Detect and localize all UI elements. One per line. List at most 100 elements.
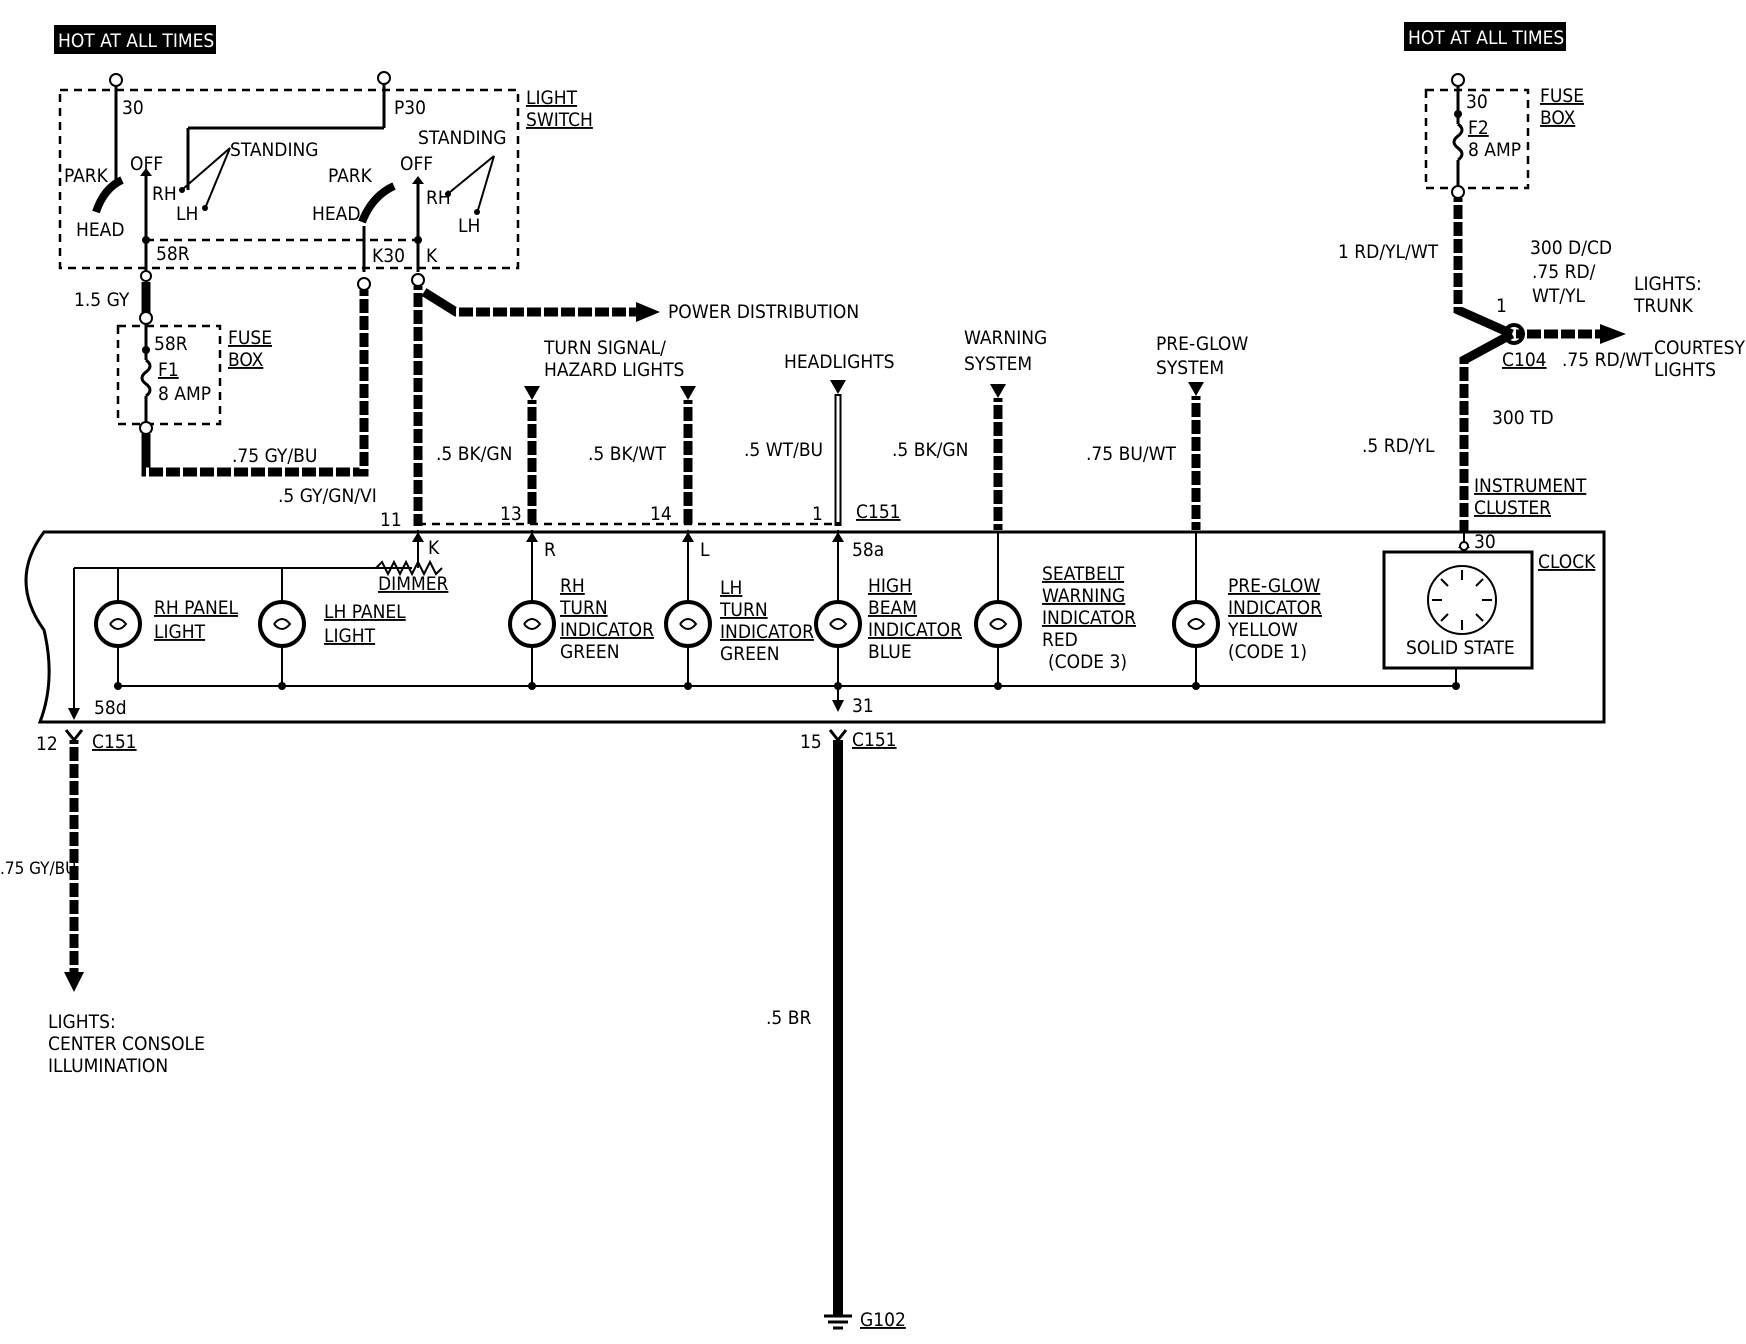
f2-rating: 8 AMP bbox=[1468, 139, 1521, 161]
dimmer-label: DIMMER bbox=[378, 573, 449, 595]
high-beam-label-3: INDICATOR bbox=[868, 619, 962, 641]
rh-panel-label-1: RH PANEL bbox=[154, 597, 239, 619]
c151-bottom-label: C151 bbox=[852, 729, 897, 751]
dest-trunk-1: LIGHTS: bbox=[1634, 273, 1702, 295]
rh-turn-bulb bbox=[508, 600, 556, 648]
lh-turn-label-3: INDICATOR bbox=[720, 621, 814, 643]
fuse-f1: 58R F1 8 AMP FUSE BOX bbox=[116, 282, 272, 435]
cluster-term-58d: 58d bbox=[94, 697, 127, 719]
left-hot-text: HOT AT ALL TIMES bbox=[58, 30, 214, 52]
dest-courtesy-2: LIGHTS bbox=[1654, 359, 1716, 381]
rh-panel-bulb bbox=[94, 600, 142, 648]
sw-park-1: PARK bbox=[64, 165, 109, 187]
wire-label-bk-gn-1: .5 BK/GN bbox=[436, 443, 512, 465]
wire-label-bu-wt: .75 BU/WT bbox=[1086, 443, 1177, 465]
wire-bk-gn-warning bbox=[990, 384, 1006, 530]
wire-label-d-cd-3: WT/YL bbox=[1532, 285, 1586, 307]
rh-turn-label-1: RH bbox=[560, 575, 585, 597]
wire-label-rd-wt: .75 RD/WT bbox=[1562, 349, 1653, 371]
lh-panel-label-1: LH PANEL bbox=[324, 601, 406, 623]
lh-panel-label-2: LIGHT bbox=[324, 625, 376, 647]
lh-panel-bulb bbox=[258, 600, 306, 648]
c104-label: C104 bbox=[1502, 349, 1547, 371]
cluster-label-1: INSTRUMENT bbox=[1474, 475, 1587, 497]
sw-off-2: OFF bbox=[400, 153, 433, 175]
high-beam-label-1: HIGH bbox=[868, 575, 912, 597]
wire-label-bk-gn-2: .5 BK/GN bbox=[892, 439, 968, 461]
dest-trunk-2: TRUNK bbox=[1633, 295, 1694, 317]
wire-label-rd-yl: .5 RD/YL bbox=[1362, 435, 1435, 457]
c151-pin-15: 15 bbox=[800, 731, 822, 753]
sw-head-1: HEAD bbox=[76, 219, 125, 241]
clock-label: CLOCK bbox=[1538, 551, 1596, 573]
sw-standing-2: STANDING bbox=[418, 127, 507, 149]
dest-warning-1: WARNING bbox=[964, 327, 1047, 349]
sw-park-2: PARK bbox=[328, 165, 373, 187]
cluster-term-30: 30 bbox=[1474, 531, 1496, 553]
sw-lh-1: LH bbox=[176, 203, 198, 225]
dest-console-3: ILLUMINATION bbox=[48, 1055, 168, 1077]
dest-power-distribution: POWER DISTRIBUTION bbox=[668, 301, 859, 323]
rh-turn-label-2: TURN bbox=[559, 597, 608, 619]
dest-console-2: CENTER CONSOLE bbox=[48, 1033, 205, 1055]
f1-name: F1 bbox=[158, 359, 179, 381]
high-beam-label-2: BEAM bbox=[868, 597, 917, 619]
preglow-ind-label-3: YELLOW bbox=[1227, 619, 1298, 641]
ground-icon bbox=[824, 1314, 852, 1330]
dest-turn-2: HAZARD LIGHTS bbox=[544, 359, 684, 381]
f1-box-1: FUSE bbox=[228, 327, 272, 349]
wire-label-wt-bu: .5 WT/BU bbox=[744, 439, 823, 461]
c151-pin-1: 1 bbox=[812, 503, 823, 525]
ground-label: G102 bbox=[860, 1309, 906, 1331]
c151-left-connector bbox=[64, 729, 84, 992]
dest-headlights: HEADLIGHTS bbox=[784, 351, 894, 373]
right-hot-label: HOT AT ALL TIMES bbox=[1404, 22, 1566, 51]
lh-turn-label-1: LH bbox=[720, 577, 742, 599]
f1-rating: 8 AMP bbox=[158, 383, 211, 405]
sw-term-58r: 58R bbox=[156, 243, 190, 265]
dest-turn-1: TURN SIGNAL/ bbox=[543, 337, 666, 359]
sw-off-1: OFF bbox=[130, 153, 163, 175]
cluster-label-2: CLUSTER bbox=[1474, 497, 1551, 519]
light-switch-label-1: LIGHT bbox=[526, 87, 578, 109]
sw-head-2: HEAD bbox=[312, 203, 361, 225]
clock-box bbox=[1382, 550, 1534, 670]
sw-standing-1: STANDING bbox=[230, 139, 319, 161]
wire-bk-wt-turn-lh bbox=[680, 386, 696, 524]
high-beam-bulb bbox=[814, 600, 862, 648]
wire-label-br: .5 BR bbox=[766, 1007, 811, 1029]
cluster-term-58a: 58a bbox=[852, 539, 884, 561]
rh-turn-label-3: INDICATOR bbox=[560, 619, 654, 641]
dest-preglow-2: SYSTEM bbox=[1156, 357, 1224, 379]
dest-console-1: LIGHTS: bbox=[48, 1011, 116, 1033]
wire-label-gy-gn-vi: .5 GY/GN/VI bbox=[278, 485, 377, 507]
wire-label-td: 300 TD bbox=[1492, 407, 1554, 429]
f2-box-1: FUSE bbox=[1540, 85, 1584, 107]
seatbelt-label-5: (CODE 3) bbox=[1048, 651, 1127, 673]
c104-connector bbox=[1453, 198, 1626, 532]
seatbelt-label-3: INDICATOR bbox=[1042, 607, 1136, 629]
wire-label-rd-yl-wt: 1 RD/YL/WT bbox=[1338, 241, 1439, 263]
wire-label-d-cd-2: .75 RD/ bbox=[1532, 261, 1596, 283]
wire-bk-gn-turn-rh bbox=[524, 386, 540, 524]
lh-turn-label-2: TURN bbox=[719, 599, 768, 621]
wire-bu-wt-preglow bbox=[1188, 382, 1204, 530]
seatbelt-label-2: WARNING bbox=[1042, 585, 1125, 607]
rh-turn-label-4: GREEN bbox=[560, 641, 620, 663]
wire-gy-15: 1.5 GY bbox=[74, 289, 130, 311]
f2-box-2: BOX bbox=[1540, 107, 1576, 129]
dest-courtesy-1: COURTESY bbox=[1654, 337, 1745, 359]
light-switch-label-2: SWITCH bbox=[526, 109, 593, 131]
preglow-ind-label-1: PRE-GLOW bbox=[1228, 575, 1320, 597]
seatbelt-label-4: RED bbox=[1042, 629, 1078, 651]
seatbelt-label-1: SEATBELT bbox=[1042, 563, 1125, 585]
wire-label-bk-wt: .5 BK/WT bbox=[588, 443, 666, 465]
seatbelt-bulb bbox=[974, 600, 1022, 648]
cluster-term-31: 31 bbox=[852, 695, 874, 717]
f1-term: 58R bbox=[154, 333, 188, 355]
c151-bottom-connector bbox=[828, 729, 848, 1316]
preglow-ind-label-2: INDICATOR bbox=[1228, 597, 1322, 619]
instrument-cluster: INSTRUMENT CLUSTER K DIMMER RH PANEL LIG… bbox=[24, 475, 1606, 724]
fuse-f2: 30 F2 8 AMP FUSE BOX bbox=[1424, 73, 1584, 199]
sw-rh-1: RH bbox=[152, 183, 177, 205]
